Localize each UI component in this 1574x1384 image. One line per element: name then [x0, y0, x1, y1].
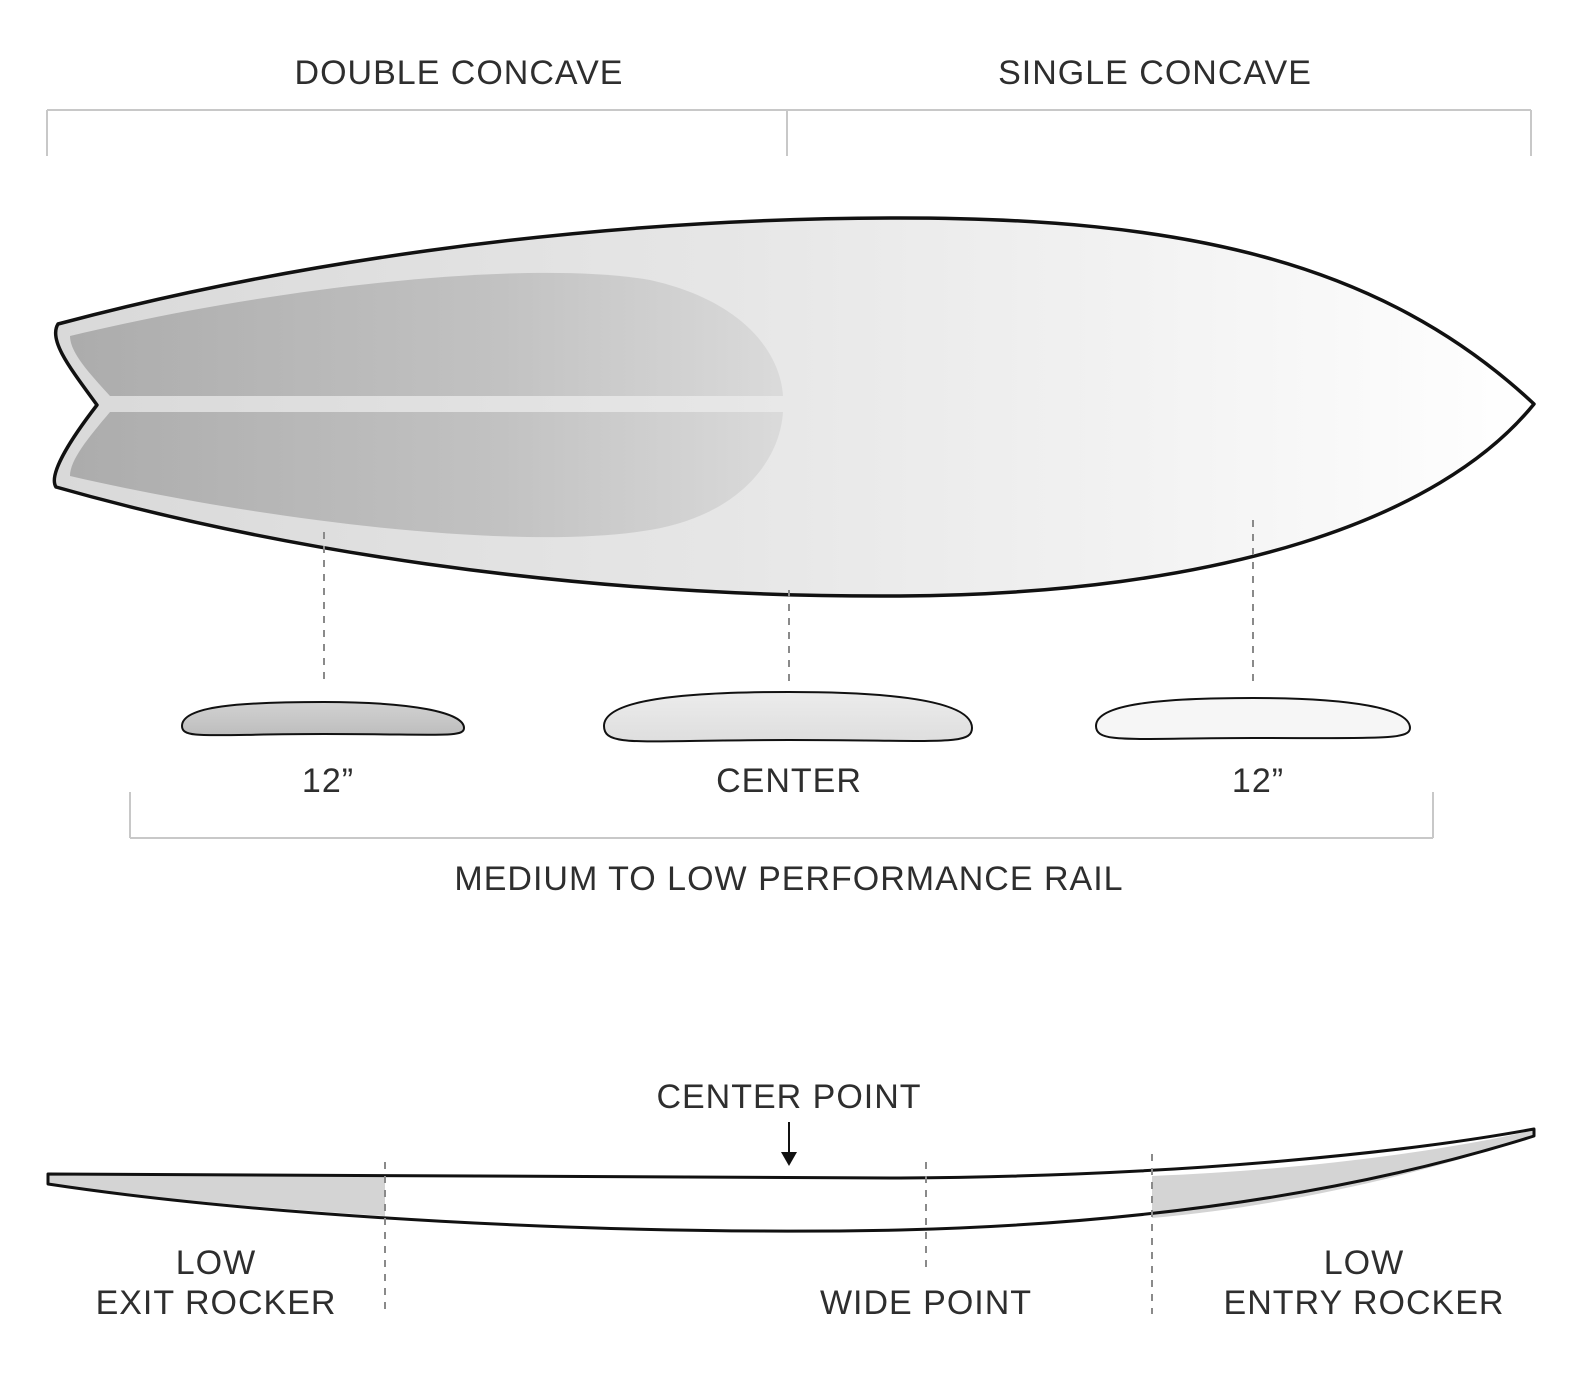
entry-rocker-label-line1: LOW: [1324, 1244, 1404, 1282]
rail-reference-lines: [323, 520, 1254, 682]
rail-section-12in-nose: [1094, 696, 1412, 740]
rail-section-center: [602, 690, 974, 743]
exit-rocker-label-line2: EXIT ROCKER: [96, 1284, 337, 1322]
double-concave-label: DOUBLE CONCAVE: [295, 54, 624, 92]
entry-rocker-label-line2: ENTRY ROCKER: [1224, 1284, 1505, 1322]
double-concave-shading-lower: [70, 412, 783, 538]
entry-rocker-shading: [1152, 1130, 1534, 1218]
center-point-arrow: [781, 1122, 797, 1166]
exit-rocker-shading: [48, 1174, 385, 1216]
exit-rocker-label-line1: LOW: [176, 1244, 256, 1282]
rail-section-12in-tail: [180, 700, 466, 737]
rocker-profile-outline: [46, 1127, 1536, 1233]
concave-bracket: [46, 109, 1532, 156]
double-concave-shading-upper: [70, 272, 783, 396]
rail-label-tail: 12”: [302, 762, 354, 800]
rail-label-center: CENTER: [716, 762, 862, 800]
rail-summary-label: MEDIUM TO LOW PERFORMANCE RAIL: [454, 860, 1123, 898]
single-concave-label: SINGLE CONCAVE: [998, 54, 1312, 92]
rail-bracket: [129, 792, 1434, 839]
rail-label-nose: 12”: [1232, 762, 1284, 800]
rocker-reference-lines: [384, 1154, 1153, 1314]
wide-point-label: WIDE POINT: [820, 1284, 1032, 1322]
board-outline: [52, 216, 1536, 598]
center-point-label: CENTER POINT: [656, 1078, 921, 1116]
